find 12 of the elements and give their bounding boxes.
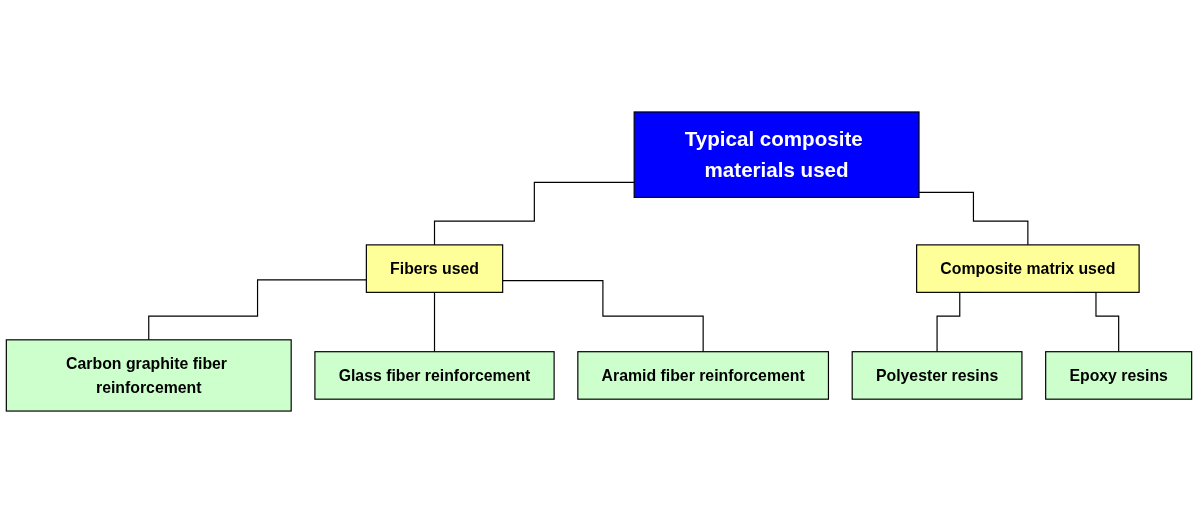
node-box: Polyester resins [851,350,1023,400]
connector [433,291,436,352]
connector [433,181,635,245]
node-box: Composite matrix used [916,243,1140,293]
connector [502,279,704,352]
node-box: Carbon graphite fiber reinforcement [5,338,292,412]
node-box: Fibers used [365,243,504,293]
connector [148,278,367,340]
node-box: Epoxy resins [1045,350,1193,400]
node-box: Glass fiber reinforcement [314,350,555,400]
node-box: Aramid fiber reinforcement [577,350,830,400]
node-box: Typical composite materials used [633,110,920,198]
